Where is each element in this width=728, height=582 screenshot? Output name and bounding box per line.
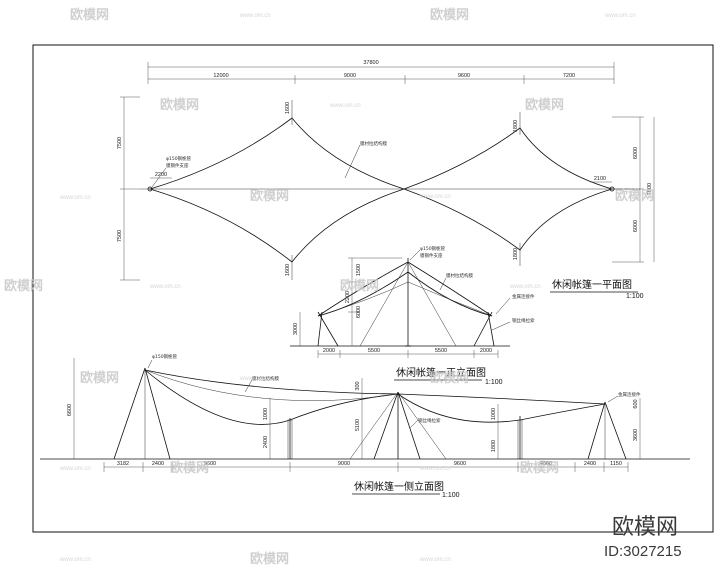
front-bottom-dim-2: 5500 xyxy=(368,348,380,354)
front-scale: 1:100 xyxy=(485,379,503,386)
plan-view: 37800 12000 9000 9600 7200 7500 7500 600… xyxy=(117,60,655,300)
watermark-site-1: www.om.cn xyxy=(239,13,271,19)
plan-seg-dim-3: 9600 xyxy=(458,73,470,79)
watermark-site-2: www.om.cn xyxy=(604,13,636,19)
watermark-logo-10: 欧模网 xyxy=(430,370,469,386)
watermark-site-11: www.om.cn xyxy=(59,557,91,563)
watermark-layer: 欧模网 www.om.cn 欧模网 www.om.cn 欧模网 www.om.c… xyxy=(4,7,654,567)
plan-note-mast: φ150钢桅管 xyxy=(166,155,192,162)
front-note-support: 膜钢件支座 xyxy=(420,252,443,259)
side-bottom-dim-3: 9600 xyxy=(204,461,216,467)
plan-title: 休闲帐篷一平面图 xyxy=(552,278,632,291)
watermark-logo-12: 欧模网 xyxy=(520,460,559,476)
side-height-5: 5100 xyxy=(355,419,361,431)
side-scale: 1:100 xyxy=(442,492,460,499)
plan-membrane-right xyxy=(402,127,614,251)
side-note-mast: φ150钢桅管 xyxy=(152,353,178,360)
front-title: 休闲帐篷一正立面图 xyxy=(396,366,486,379)
side-height-8: 600 xyxy=(633,399,639,408)
side-bottom-dim-2: 2400 xyxy=(152,461,164,467)
front-height-3: 3000 xyxy=(293,323,299,335)
side-bottom-dim-6: 4800 xyxy=(540,461,552,467)
watermark-site-9: www.om.cn xyxy=(59,466,91,472)
plan-note-membrane: 膜材拉结构膜 xyxy=(360,140,387,147)
front-note-connector: 金属连接件 xyxy=(512,293,535,300)
side-note-membrane: 膜材拉结构膜 xyxy=(252,375,279,382)
front-elevation: 1500 2200 3000 6000 2000 5500 5500 2000 … xyxy=(290,245,535,386)
front-height-4: 6000 xyxy=(356,306,362,318)
watermark-site-3: www.om.cn xyxy=(329,103,361,109)
plan-small-dim-5: 1800 xyxy=(513,120,519,132)
side-bottom-dim-7: 2400 xyxy=(584,461,596,467)
front-height-1: 1500 xyxy=(356,264,362,276)
plan-note-support: 膜钢件支座 xyxy=(166,162,189,169)
watermark-logo-6: 欧模网 xyxy=(615,188,654,204)
plan-right-height-1: 6000 xyxy=(633,147,639,159)
plan-left-height-2: 7500 xyxy=(117,230,123,242)
side-elevation: 6600 1000 2400 300 5100 1000 1800 600 36… xyxy=(40,353,690,499)
watermark-logo-9: 欧模网 xyxy=(80,370,119,386)
watermark-site-12: www.om.cn xyxy=(419,557,451,563)
brand-block: 欧模网 ID:3027215 xyxy=(604,515,682,560)
side-height-7: 1800 xyxy=(491,440,497,452)
side-height-1: 6600 xyxy=(67,404,73,416)
side-bottom-dim-8: 1150 xyxy=(610,461,622,467)
front-bottom-dim-1: 2000 xyxy=(323,348,335,354)
side-bottom-dim-1: 3182 xyxy=(117,461,129,467)
watermark-logo-8: 欧模网 xyxy=(340,278,379,294)
watermark-logo-3: 欧模网 xyxy=(160,97,199,113)
watermark-site-4: www.om.cn xyxy=(59,195,91,201)
watermark-logo-5: 欧模网 xyxy=(250,188,289,204)
front-bottom-dim-4: 2000 xyxy=(480,348,492,354)
watermark-logo-2: 欧模网 xyxy=(430,7,469,23)
plan-overall-dim: 37800 xyxy=(363,60,378,66)
plan-small-dim-4: 1600 xyxy=(285,264,291,276)
watermark-site-10: www.om.cn xyxy=(419,466,451,472)
plan-seg-dim-4: 7200 xyxy=(563,73,575,79)
watermark-site-8: www.om.cn xyxy=(239,376,271,382)
side-note-connector: 金属连接件 xyxy=(618,391,641,398)
watermark-logo-7: 欧模网 xyxy=(4,278,43,294)
watermark-logo-1: 欧模网 xyxy=(70,7,109,23)
watermark-site-7: www.om.cn xyxy=(509,284,541,290)
front-note-membrane: 膜材拉结构膜 xyxy=(446,272,473,279)
side-height-6: 1000 xyxy=(491,408,497,420)
watermark-site-6: www.om.cn xyxy=(149,284,181,290)
plan-small-dim-3: 1600 xyxy=(285,102,291,114)
plan-seg-dim-2: 9000 xyxy=(344,73,356,79)
side-bottom-dim-4: 9000 xyxy=(338,461,350,467)
watermark-logo-11: 欧模网 xyxy=(170,460,209,476)
plan-right-height-3: 6000 xyxy=(633,220,639,232)
watermark-logo-4: 欧模网 xyxy=(525,97,564,113)
plan-left-height-1: 7500 xyxy=(117,137,123,149)
front-note-cable: 钢丝绳拉索 xyxy=(512,317,535,324)
front-bottom-dim-3: 5500 xyxy=(435,348,447,354)
side-title: 休闲帐篷一侧立面图 xyxy=(354,480,444,493)
plan-seg-dim-1: 12000 xyxy=(213,73,228,79)
side-bottom-dim-5: 9600 xyxy=(454,461,466,467)
watermark-site-5: www.om.cn xyxy=(419,194,451,200)
front-height-2: 2200 xyxy=(345,291,351,303)
brand-id: ID:3027215 xyxy=(604,543,682,560)
plan-scale: 1:100 xyxy=(626,293,644,300)
front-note-mast: φ150钢桅管 xyxy=(420,245,446,252)
brand-name: 欧模网 xyxy=(612,515,678,540)
plan-small-dim-2: 2100 xyxy=(594,176,606,182)
side-note-cable: 钢丝绳拉索 xyxy=(418,417,441,424)
plan-small-dim-6: 1800 xyxy=(513,248,519,260)
drawing-frame xyxy=(32,44,714,533)
side-height-2: 1000 xyxy=(263,408,269,420)
side-height-4: 300 xyxy=(355,381,361,390)
side-height-9: 3600 xyxy=(633,429,639,441)
watermark-logo-13: 欧模网 xyxy=(250,551,289,567)
side-height-3: 2400 xyxy=(263,436,269,448)
plan-right-height-2: 7000 xyxy=(647,183,653,195)
